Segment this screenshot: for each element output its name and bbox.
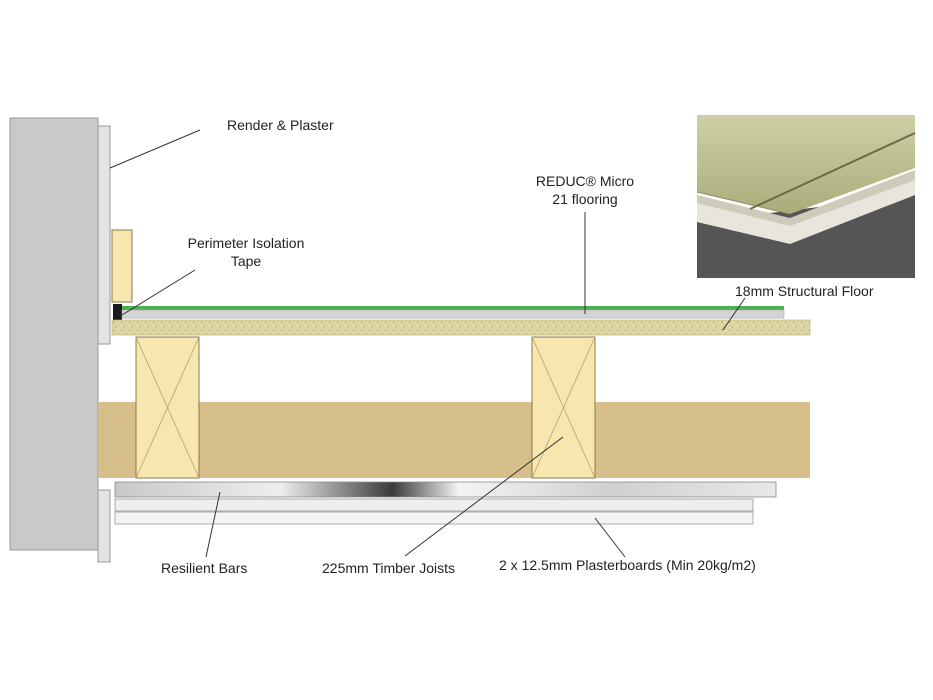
label-perimeter-line2: Tape — [230, 253, 262, 269]
label-reduc-micro: REDUC® Micro 21 flooring — [530, 172, 640, 208]
flooring-sample-photo — [696, 115, 916, 278]
reduc-green-layer — [122, 306, 784, 310]
render-plaster-layer-lower — [97, 489, 111, 563]
perimeter-isolation-tape — [111, 229, 133, 303]
leader-perimeter-tape — [121, 269, 196, 316]
label-perimeter-isolation-tape: Perimeter Isolation Tape — [176, 234, 316, 270]
leader-plasterboards — [594, 517, 626, 558]
label-timber-joists: 225mm Timber Joists — [322, 560, 456, 576]
label-structural-floor: 18mm Structural Floor — [735, 283, 874, 299]
label-plasterboards: 2 x 12.5mm Plasterboards (Min 20kg/m2) — [499, 557, 756, 573]
render-plaster-layer — [97, 125, 111, 345]
plasterboard-1 — [114, 498, 754, 512]
plasterboard-2 — [114, 511, 754, 525]
label-reduc-line1: REDUC® Micro — [535, 173, 635, 189]
leader-render-plaster — [109, 129, 201, 169]
timber-joist-right — [531, 336, 596, 479]
reduc-grey-layer — [121, 309, 785, 319]
leader-structural-floor — [722, 297, 746, 331]
wall — [9, 117, 99, 551]
leader-timber-joists — [404, 436, 564, 557]
label-perimeter-line1: Perimeter Isolation — [187, 235, 305, 251]
structural-floor-board — [111, 319, 811, 336]
label-resilient-bars: Resilient Bars — [161, 560, 248, 576]
label-reduc-line2: 21 flooring — [552, 191, 618, 207]
perimeter-tape-black-strip — [113, 304, 122, 322]
timber-joist-left — [135, 336, 200, 479]
insulation-band — [98, 402, 810, 478]
label-render-plaster: Render & Plaster — [227, 117, 334, 133]
resilient-bar — [114, 481, 777, 498]
leader-resilient-bars — [205, 491, 221, 558]
